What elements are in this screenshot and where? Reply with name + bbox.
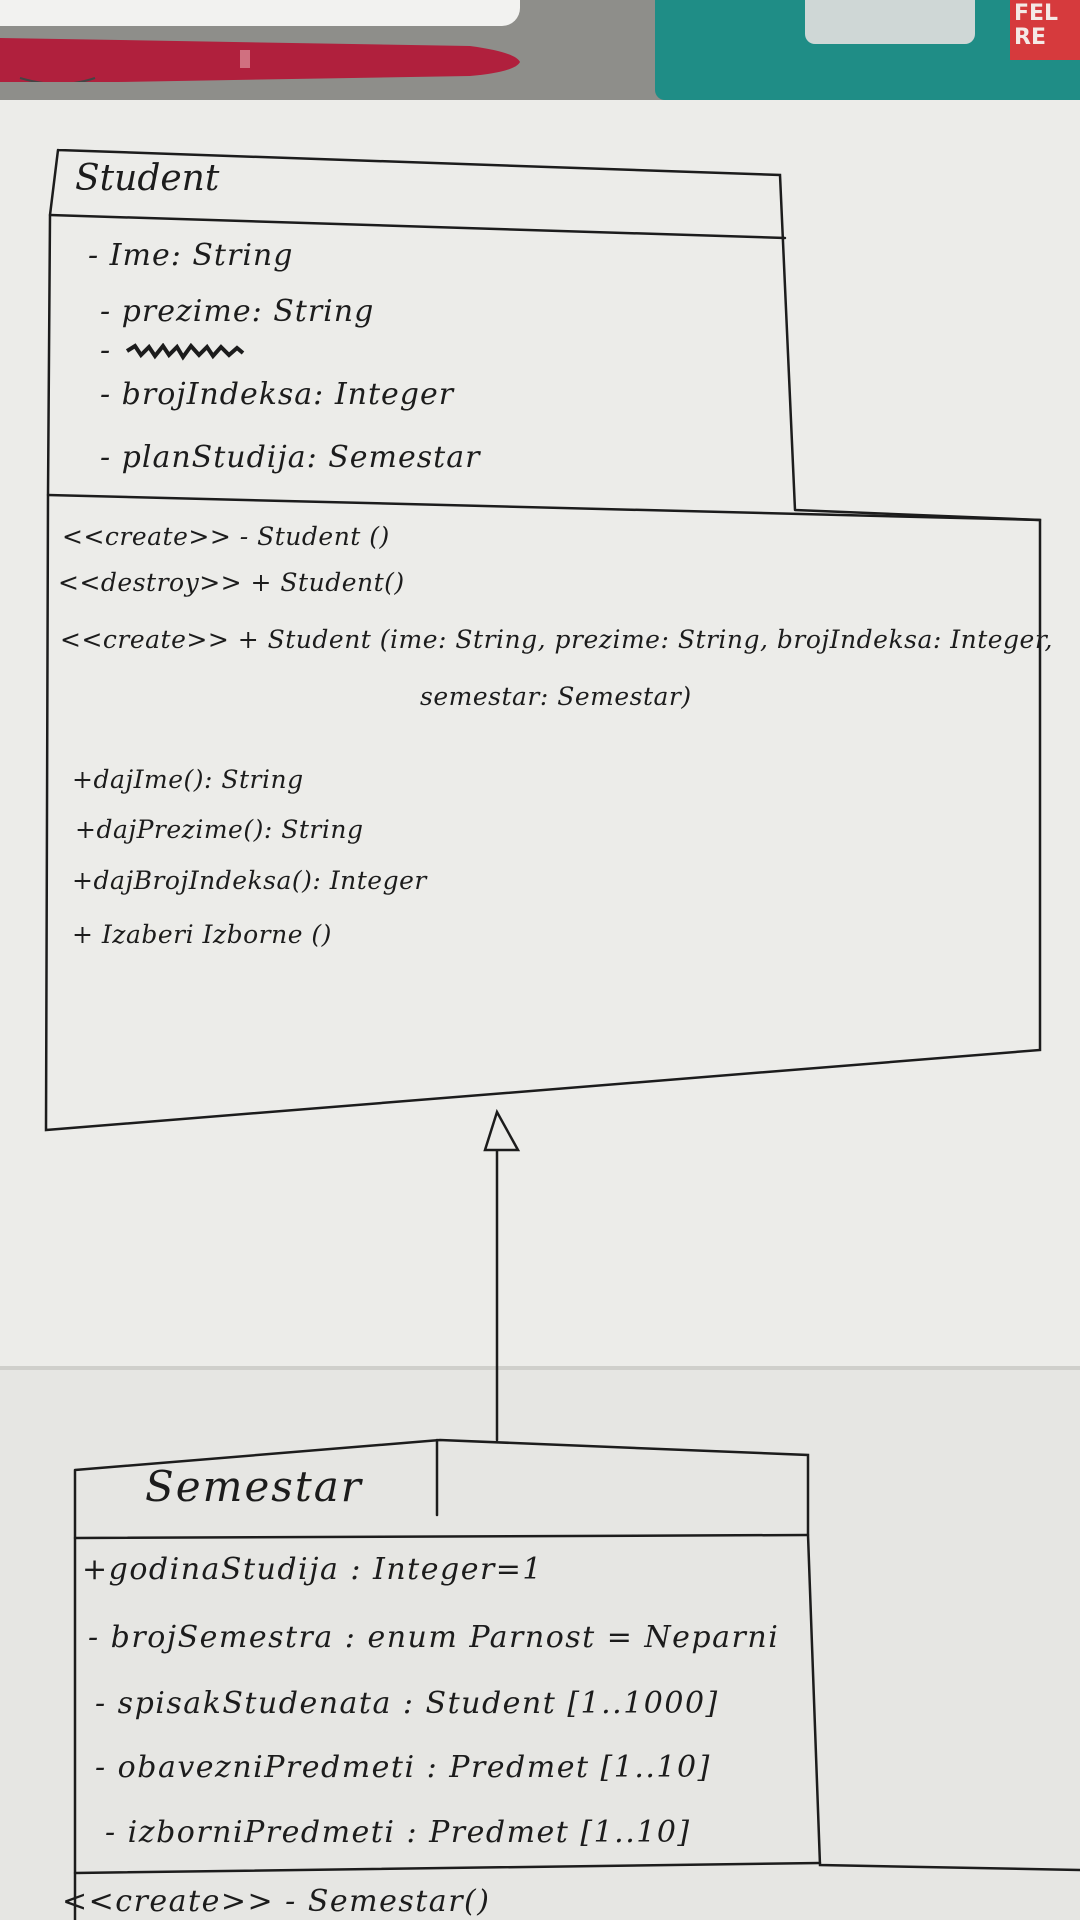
student-attribute: - <box>100 333 112 368</box>
student-attribute: - prezime: String <box>100 294 375 329</box>
student-operation: + Izaberi Izborne () <box>72 920 332 949</box>
semestar-class-name: Semestar <box>145 1462 363 1511</box>
student-attribute: - Ime: String <box>88 238 294 273</box>
semestar-operation: <<create>> - Semestar() <box>62 1884 491 1919</box>
student-operation: +dajPrezime(): String <box>75 815 364 844</box>
student-attr-divider <box>46 493 1042 522</box>
student-operation: semestar: Semestar) <box>420 682 692 711</box>
package-window <box>805 0 975 44</box>
package-label: FEL RE <box>1010 0 1080 60</box>
student-attribute: - brojIndeksa: Integer <box>100 377 455 412</box>
pen-image <box>0 38 520 82</box>
semestar-attribute: - brojSemestra : enum Parnost = Neparni <box>88 1620 780 1655</box>
scribbled-out-attribute <box>125 343 245 361</box>
student-operation: <<create>> + Student (ime: String, prezi… <box>60 625 1053 654</box>
student-operation: +dajBrojIndeksa(): Integer <box>72 866 427 895</box>
student-operation: <<create>> - Student () <box>62 522 390 551</box>
semestar-attribute: +godinaStudija : Integer=1 <box>82 1552 544 1587</box>
student-name-divider <box>48 213 787 240</box>
paper-fold-line <box>0 1366 1080 1370</box>
student-operation: +dajIme(): String <box>72 765 304 794</box>
semestar-class-box <box>73 1438 1080 1920</box>
package-image: FEL RE <box>655 0 1080 100</box>
semestar-attribute: - obavezniPredmeti : Predmet [1..10] <box>95 1750 711 1785</box>
semestar-attribute: - spisakStudenata : Student [1..1000] <box>95 1686 719 1721</box>
semestar-attr-divider <box>73 1861 822 1875</box>
student-operation: <<destroy>> + Student() <box>58 568 405 597</box>
generalization-arrowhead <box>483 1108 521 1152</box>
semestar-name-divider <box>73 1533 810 1540</box>
student-attribute: - planStudija: Semestar <box>100 440 481 475</box>
semestar-attribute: - izborniPredmeti : Predmet [1..10] <box>105 1815 691 1850</box>
paper-scrap <box>0 0 520 26</box>
package-label-text: FEL RE <box>1014 1 1059 50</box>
student-class-name: Student <box>75 158 220 199</box>
